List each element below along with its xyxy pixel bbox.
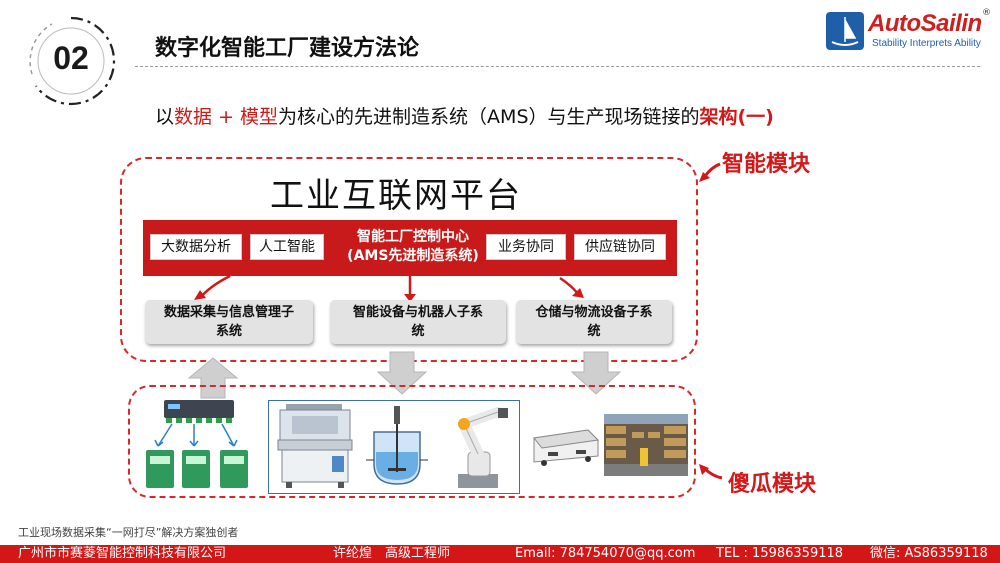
section-number: 02 [53, 40, 89, 76]
logo-tagline: Stability Interprets Ability [872, 38, 981, 49]
page-title: 数字化智能工厂建设方法论 [155, 36, 420, 61]
platform-title: 工业互联网平台 [270, 176, 522, 216]
header-divider [135, 66, 980, 67]
footer-email: Email: 784754070@qq.com [515, 546, 696, 561]
footer-company: 广州市市赛菱智能控制科技有限公司 [18, 546, 227, 561]
reactor-vessel-image [366, 406, 428, 485]
foolproof-module-label: 傻瓜模块 [728, 472, 817, 497]
control-center-label: 智能工厂控制中心 (AMS先进制造系统) [330, 228, 496, 266]
warehouse-image [604, 414, 688, 476]
subtitle-data: 数据 [174, 106, 213, 128]
arrow-down-icon [570, 351, 622, 395]
subtitle: 以数据 + 模型为核心的先进制造系统（AMS）与生产现场链接的架构(一) [155, 102, 774, 129]
subsystem-robot-line2: 统 [411, 324, 425, 339]
subsystem-data-line1: 数据采集与信息管理子 [163, 305, 294, 320]
curved-arrow-icon [199, 274, 231, 299]
foolproof-module-panel [128, 385, 696, 498]
subsystem-data-collection: 数据采集与信息管理子 系统 [145, 300, 313, 344]
curved-arrow-icon [699, 464, 723, 480]
subsystem-storage-logistics: 仓储与物流设备子系 统 [516, 300, 672, 344]
subtitle-prefix: 以 [155, 106, 175, 128]
footer-bar: 广州市市赛菱智能控制科技有限公司 许纶煌 高级工程师 Email: 784754… [0, 545, 1000, 563]
subtitle-architecture: 架构(一) [699, 106, 774, 128]
subsystem-storage-line2: 统 [587, 324, 601, 339]
chip-business: 业务协同 [486, 234, 566, 260]
logo-mark-icon [826, 12, 864, 50]
subtitle-plus: + [212, 106, 241, 128]
subtitle-middle: 为核心的先进制造系统（AMS）与生产现场链接的 [278, 106, 700, 128]
curved-arrow-icon [699, 162, 721, 182]
connector-arrows [194, 274, 584, 302]
logo-name: AutoSailin [868, 10, 982, 37]
screen-printer-image [277, 404, 353, 488]
chip-big-data: 大数据分析 [150, 234, 242, 260]
subsystem-smart-equipment: 智能设备与机器人子系 统 [330, 300, 506, 344]
arrow-up-icon [187, 357, 239, 399]
smart-module-label: 智能模块 [722, 152, 811, 177]
brand-logo: AutoSailin ® Stability Interprets Abilit… [826, 8, 992, 54]
industrial-robot-image [458, 407, 508, 488]
equipment-image-frame [268, 400, 520, 494]
footer-tel: TEL : 15986359118 [716, 546, 844, 561]
control-center-line1: 智能工厂控制中心 [357, 229, 469, 245]
footer-wechat: 微信: AS86359118 [870, 546, 988, 561]
subsystem-data-line2: 系统 [215, 324, 242, 339]
chip-ai: 人工智能 [250, 234, 324, 260]
arrow-down-icon [376, 351, 428, 395]
footer-person: 许纶煌 高级工程师 [333, 546, 451, 561]
section-number-ring [29, 16, 116, 106]
subsystem-robot-line1: 智能设备与机器人子系 [352, 305, 483, 320]
curved-arrow-icon [559, 276, 579, 295]
subsystem-storage-line1: 仓储与物流设备子系 [535, 305, 653, 320]
footer-note: 工业现场数据采集“一网打尽”解决方案独创者 [18, 526, 239, 539]
logo-registered-mark: ® [982, 8, 991, 18]
data-collector-devices-image [146, 400, 248, 488]
subtitle-model: 模型 [240, 106, 279, 128]
chip-supply-chain: 供应链协同 [574, 234, 666, 260]
control-center-line2: (AMS先进制造系统) [347, 248, 479, 264]
agv-cart-image [533, 429, 600, 466]
